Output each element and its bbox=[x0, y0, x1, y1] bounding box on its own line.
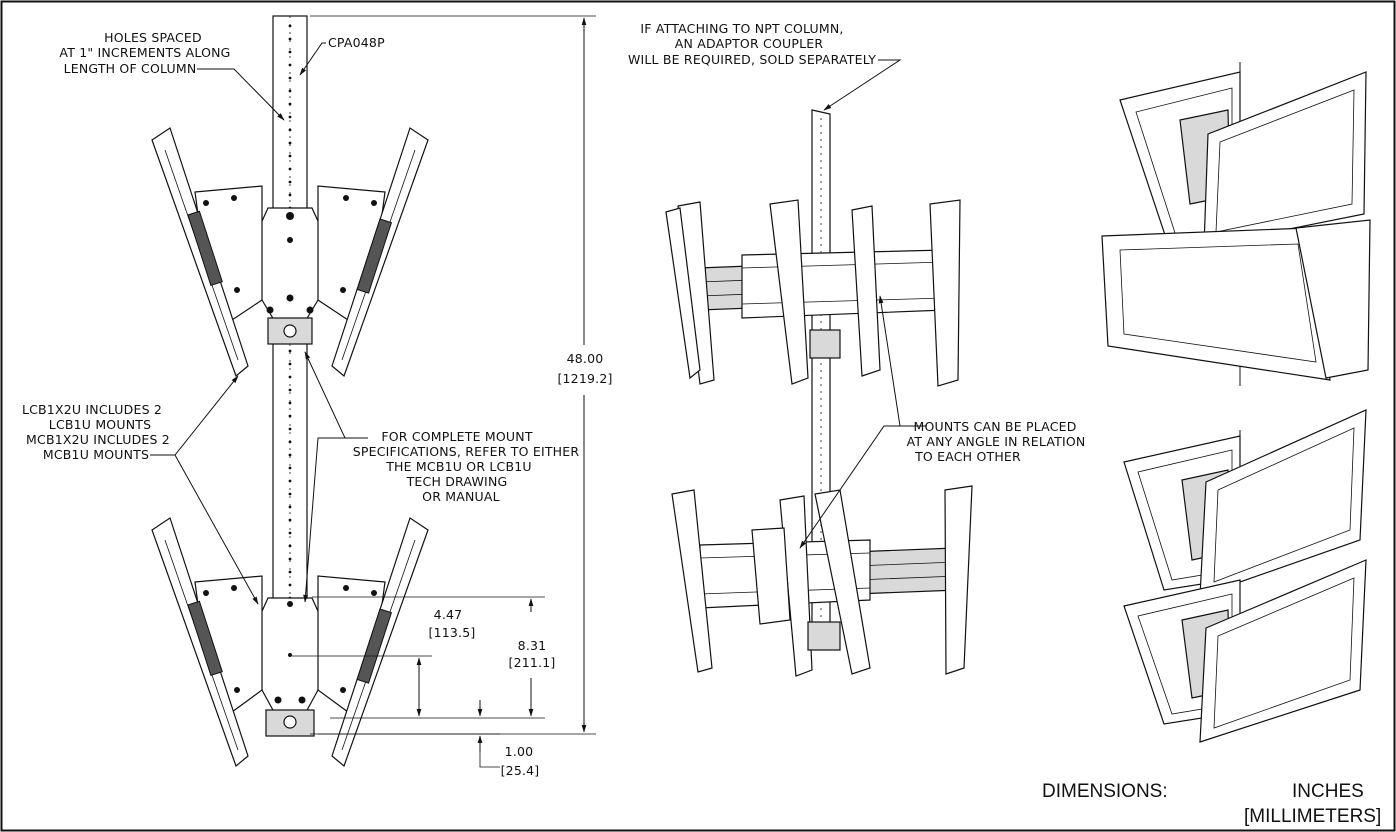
column-hole bbox=[288, 102, 292, 106]
display-view-stacked-bottom bbox=[1123, 559, 1367, 743]
column-hole bbox=[288, 154, 292, 158]
npt-note-line-1: IF ATTACHING TO NPT COLUMN, bbox=[640, 21, 843, 36]
mount-height-mm: [211.1] bbox=[509, 655, 556, 670]
includes-note-line-1: LCB1X2U INCLUDES 2 bbox=[22, 402, 162, 417]
column-hole bbox=[288, 167, 292, 171]
upper-mount-pair bbox=[151, 127, 429, 378]
lower-mount-pair bbox=[151, 517, 429, 768]
front-elevation-view bbox=[151, 15, 429, 768]
column-hole bbox=[288, 50, 292, 54]
column-hole bbox=[288, 453, 292, 457]
callout-specs: FOR COMPLETE MOUNT SPECIFICATIONS, REFER… bbox=[303, 351, 580, 603]
dimension-bottom-offset: 1.00 [25.4] bbox=[318, 700, 539, 778]
overall-inches: 48.00 bbox=[567, 351, 604, 366]
npt-note-line-2: AN ADAPTOR COUPLER bbox=[675, 36, 824, 51]
bottom-offset-inches: 1.00 bbox=[505, 744, 534, 759]
column-hole bbox=[288, 141, 292, 145]
iso-lower-mount bbox=[671, 485, 973, 677]
bottom-offset-mm: [25.4] bbox=[501, 763, 540, 778]
holes-note-line-2: AT 1" INCREMENTS ALONG bbox=[59, 45, 230, 60]
angle-note-line-2: AT ANY ANGLE IN RELATION bbox=[907, 434, 1086, 449]
column-hole bbox=[288, 570, 292, 574]
overall-mm: [1219.2] bbox=[557, 371, 612, 386]
callout-includes: LCB1X2U INCLUDES 2 LCB1U MOUNTS MCB1X2U … bbox=[22, 375, 259, 605]
includes-note-line-4: MCB1U MOUNTS bbox=[43, 447, 149, 462]
holes-note-line-1: HOLES SPACED bbox=[104, 30, 202, 45]
column-hole bbox=[288, 193, 292, 197]
column-hole bbox=[288, 63, 292, 67]
column-hole bbox=[288, 388, 292, 392]
column-hole bbox=[288, 531, 292, 535]
column-hole bbox=[288, 349, 292, 353]
units-primary: INCHES bbox=[1292, 781, 1364, 802]
specs-note-line-3: THE MCB1U OR LCB1U bbox=[385, 459, 532, 474]
specs-note-line-4: TECH DRAWING bbox=[406, 474, 508, 489]
column-hole bbox=[288, 115, 292, 119]
display-view-stacked-top bbox=[1123, 409, 1367, 716]
dimension-overall: 48.00 [1219.2] bbox=[310, 15, 612, 735]
callout-column-part: CPA048P bbox=[299, 35, 385, 76]
holes-note-line-3: LENGTH OF COLUMN bbox=[64, 61, 197, 76]
specs-note-line-2: SPECIFICATIONS, REFER TO EITHER bbox=[353, 444, 580, 459]
dimension-mount-height: 8.31 [211.1] bbox=[312, 596, 556, 719]
includes-note-line-2: LCB1U MOUNTS bbox=[49, 417, 151, 432]
callout-npt: IF ATTACHING TO NPT COLUMN, AN ADAPTOR C… bbox=[628, 21, 902, 111]
column-hole bbox=[288, 466, 292, 470]
angle-note-line-3: TO EACH OTHER bbox=[914, 449, 1021, 464]
mount-center-mm: [113.5] bbox=[429, 625, 476, 640]
column-hole bbox=[288, 557, 292, 561]
column-hole bbox=[288, 24, 292, 28]
column-hole bbox=[288, 583, 292, 587]
column-hole bbox=[288, 37, 292, 41]
column-hole bbox=[288, 362, 292, 366]
isometric-view bbox=[665, 109, 973, 677]
column-hole bbox=[288, 544, 292, 548]
column-hole bbox=[288, 427, 292, 431]
angle-note-line-1: MOUNTS CAN BE PLACED bbox=[913, 419, 1076, 434]
units-secondary: [MILLIMETERS] bbox=[1244, 806, 1381, 827]
iso-upper-mount bbox=[665, 199, 961, 387]
units-label: DIMENSIONS: bbox=[1042, 781, 1168, 802]
column-hole bbox=[288, 505, 292, 509]
callout-angle: MOUNTS CAN BE PLACED AT ANY ANGLE IN REL… bbox=[799, 295, 1086, 549]
column-hole bbox=[288, 492, 292, 496]
includes-note-line-3: MCB1X2U INCLUDES 2 bbox=[26, 432, 170, 447]
mount-height-inches: 8.31 bbox=[518, 638, 547, 653]
column-hole bbox=[288, 89, 292, 93]
column-hole bbox=[288, 414, 292, 418]
column-hole bbox=[288, 440, 292, 444]
column-hole bbox=[288, 518, 292, 522]
callout-holes-spaced: HOLES SPACED AT 1" INCREMENTS ALONG LENG… bbox=[59, 30, 285, 121]
specs-note-line-5: OR MANUAL bbox=[422, 489, 500, 504]
column-hole bbox=[288, 180, 292, 184]
column-hole bbox=[288, 375, 292, 379]
units-legend: DIMENSIONS: INCHES [MILLIMETERS] bbox=[1042, 781, 1381, 827]
npt-note-line-3: WILL BE REQUIRED, SOLD SEPARATELY bbox=[628, 52, 876, 67]
column-hole bbox=[288, 479, 292, 483]
column-hole bbox=[288, 76, 292, 80]
specs-note-line-1: FOR COMPLETE MOUNT bbox=[381, 429, 532, 444]
column-hole bbox=[288, 128, 292, 132]
column-hole bbox=[288, 401, 292, 405]
display-view-opposed bbox=[1101, 62, 1371, 386]
mount-center-inches: 4.47 bbox=[434, 607, 463, 622]
column-part-label: CPA048P bbox=[328, 35, 385, 50]
dimension-mount-center: 4.47 [113.5] bbox=[292, 607, 476, 717]
